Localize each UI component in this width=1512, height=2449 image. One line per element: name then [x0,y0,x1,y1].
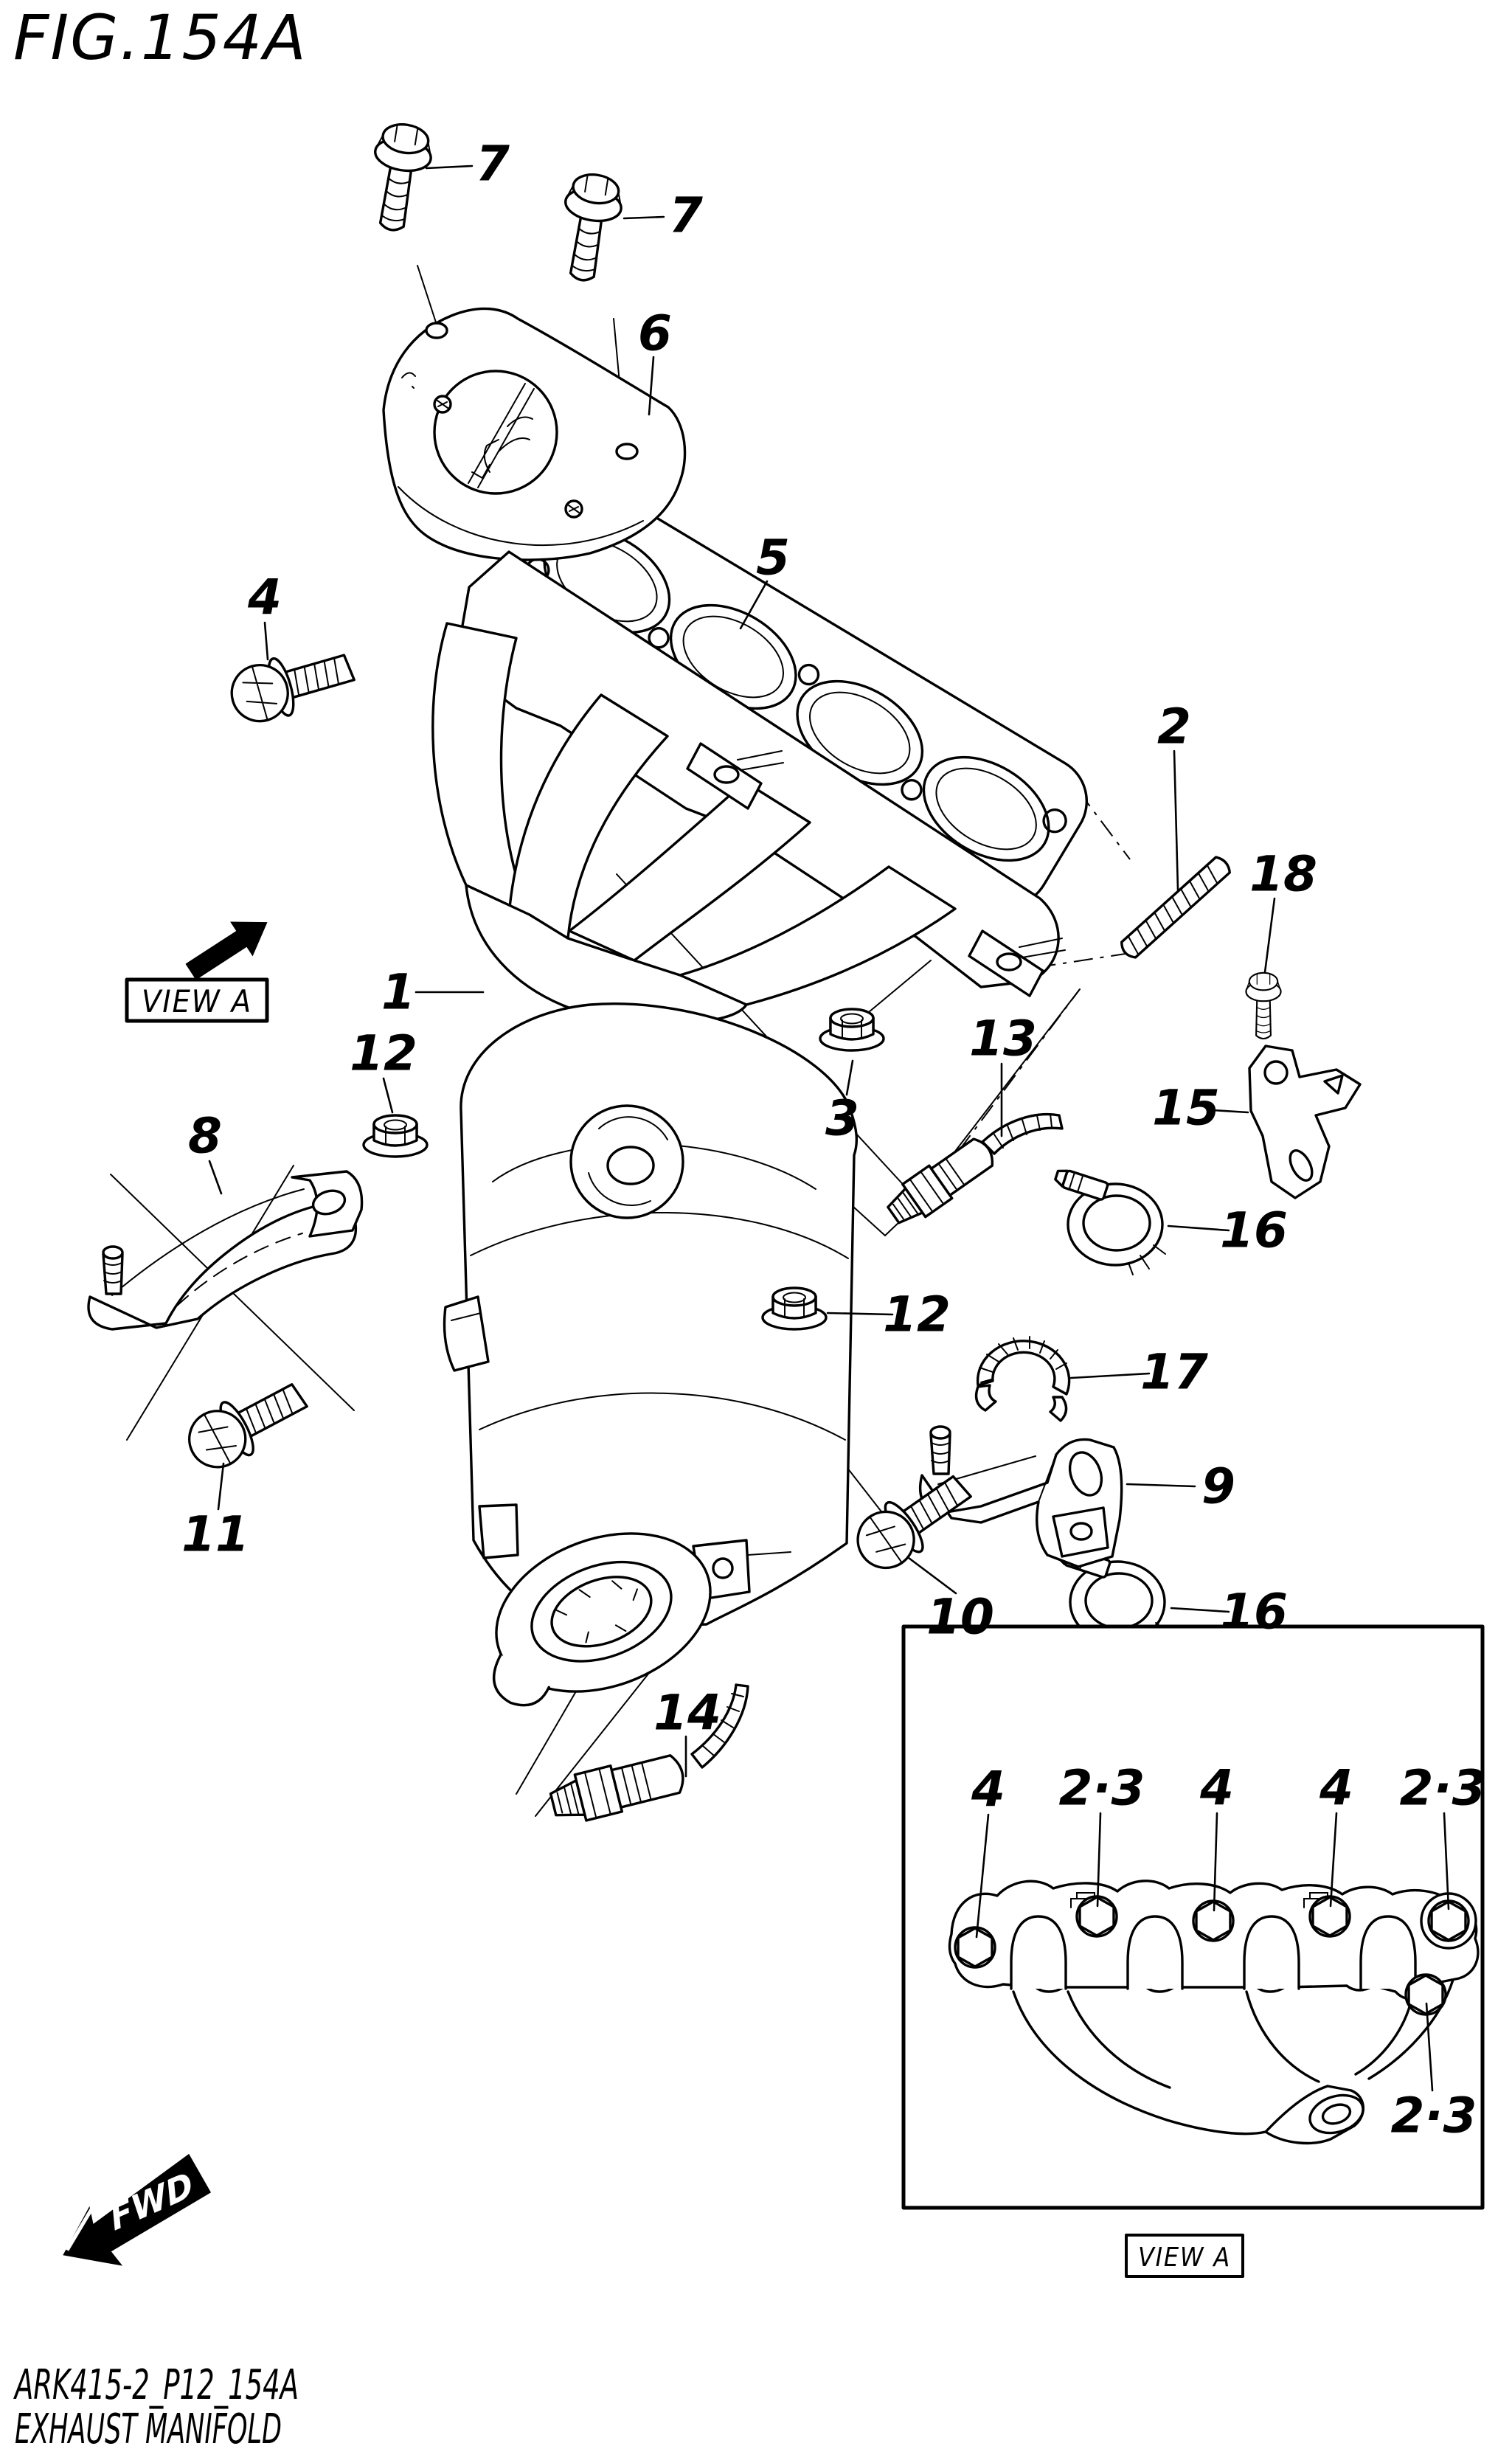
callout-leader [1425,2002,1434,2092]
part-callout-2·3: 2·3 [1391,2088,1477,2144]
part-callout-1: 1 [381,964,415,1021]
bracket-9 [918,1425,1123,1568]
part-callout-11: 11 [181,1506,249,1563]
bracket-8 [87,1170,364,1331]
callout-leader [208,1160,223,1195]
figure-title: FIG.154A [13,1,308,74]
exhaust-manifold-body [431,550,1066,1025]
part-callout-7: 7 [669,187,703,244]
part-callout-4: 4 [247,569,282,626]
callout-leader [826,1312,894,1316]
bolt-7a [362,119,437,236]
part-callout-16: 16 [1220,1584,1288,1641]
part-callout-2·3: 2·3 [1059,1760,1145,1817]
callout-leader [975,1813,990,1939]
part-callout-4: 4 [1199,1760,1234,1817]
callout-leader [1211,1109,1249,1114]
part-callout-4: 4 [971,1762,1005,1818]
flange-stud-tab [968,929,1066,997]
callout-leader [907,1556,957,1595]
flange-stud-tab [686,742,784,810]
callout-leader [1096,1812,1102,1908]
bolt-7b [552,169,628,286]
callout-leader [845,1059,854,1096]
callout-leader [623,215,665,220]
bolt-4 [223,637,360,731]
view-a-indicator: VIEW A [125,921,269,1023]
part-callout-3: 3 [825,1090,859,1147]
nut-3 [819,1008,885,1052]
sensor-13-wire [981,1112,1064,1155]
catalytic-converter [443,1002,859,1707]
callout-leader [217,1462,225,1511]
heat-shield [382,307,687,561]
callout-leader [1126,1483,1196,1488]
fwd-arrow: FWD [63,2153,212,2266]
nut-3-pointer [868,960,932,1013]
part-callout-10: 10 [926,1589,994,1646]
footer-code: ARK415-2_P12_154A [13,2361,299,2409]
view-a-inset: VIEW A [901,1624,1485,2278]
part-callout-13: 13 [969,1011,1037,1067]
footer-name: EXHAUST MANIFOLD [15,2405,282,2449]
bolt-18 [1245,971,1282,1040]
view-a-inset-caption: VIEW A [1138,2242,1231,2273]
part-callout-5: 5 [756,530,790,586]
nut-12a [362,1114,429,1158]
sensor-14-wire [690,1683,749,1769]
part-callout-6: 6 [638,305,672,362]
oxygen-sensor-14 [549,1754,684,1822]
part-callout-4: 4 [1319,1760,1353,1817]
part-callout-8: 8 [188,1108,222,1165]
part-callout-14: 14 [653,1685,721,1742]
hose-clamp-16a [1052,1165,1167,1276]
part-callout-17: 17 [1140,1344,1208,1401]
part-callout-7: 7 [476,136,510,193]
callout-leader [739,580,769,630]
part-callout-18: 18 [1249,846,1317,903]
part-callout-15: 15 [1152,1080,1220,1137]
part-callout-2: 2 [1157,699,1191,755]
heat-shield-logo [433,370,558,495]
callout-leader [1167,1224,1230,1232]
bracket-15 [1248,1045,1362,1199]
part-callout-12: 12 [350,1025,417,1082]
callout-leader [382,1077,394,1114]
callout-leader [425,164,474,170]
bolt-11 [177,1367,316,1480]
spring-clip-17 [974,1336,1071,1422]
part-callout-16: 16 [1220,1202,1288,1259]
inset-manifold-art [948,1880,1480,2145]
callout-leader [1069,1372,1151,1379]
callout-leader [1263,897,1276,974]
callout-leader [1329,1812,1338,1908]
callout-leader [263,621,269,661]
callout-leader [1170,1607,1230,1613]
callout-leader [648,356,655,416]
oxygen-sensor-13 [887,1137,993,1224]
callout-leader [1443,1812,1450,1911]
stud-2 [1120,856,1231,959]
part-callout-9: 9 [1201,1458,1235,1515]
callout-leader [1173,749,1179,891]
callout-leader [1213,1812,1218,1912]
part-callout-12: 12 [883,1286,951,1343]
part-callout-2·3: 2·3 [1400,1760,1486,1817]
view-a-label: VIEW A [142,983,252,1019]
